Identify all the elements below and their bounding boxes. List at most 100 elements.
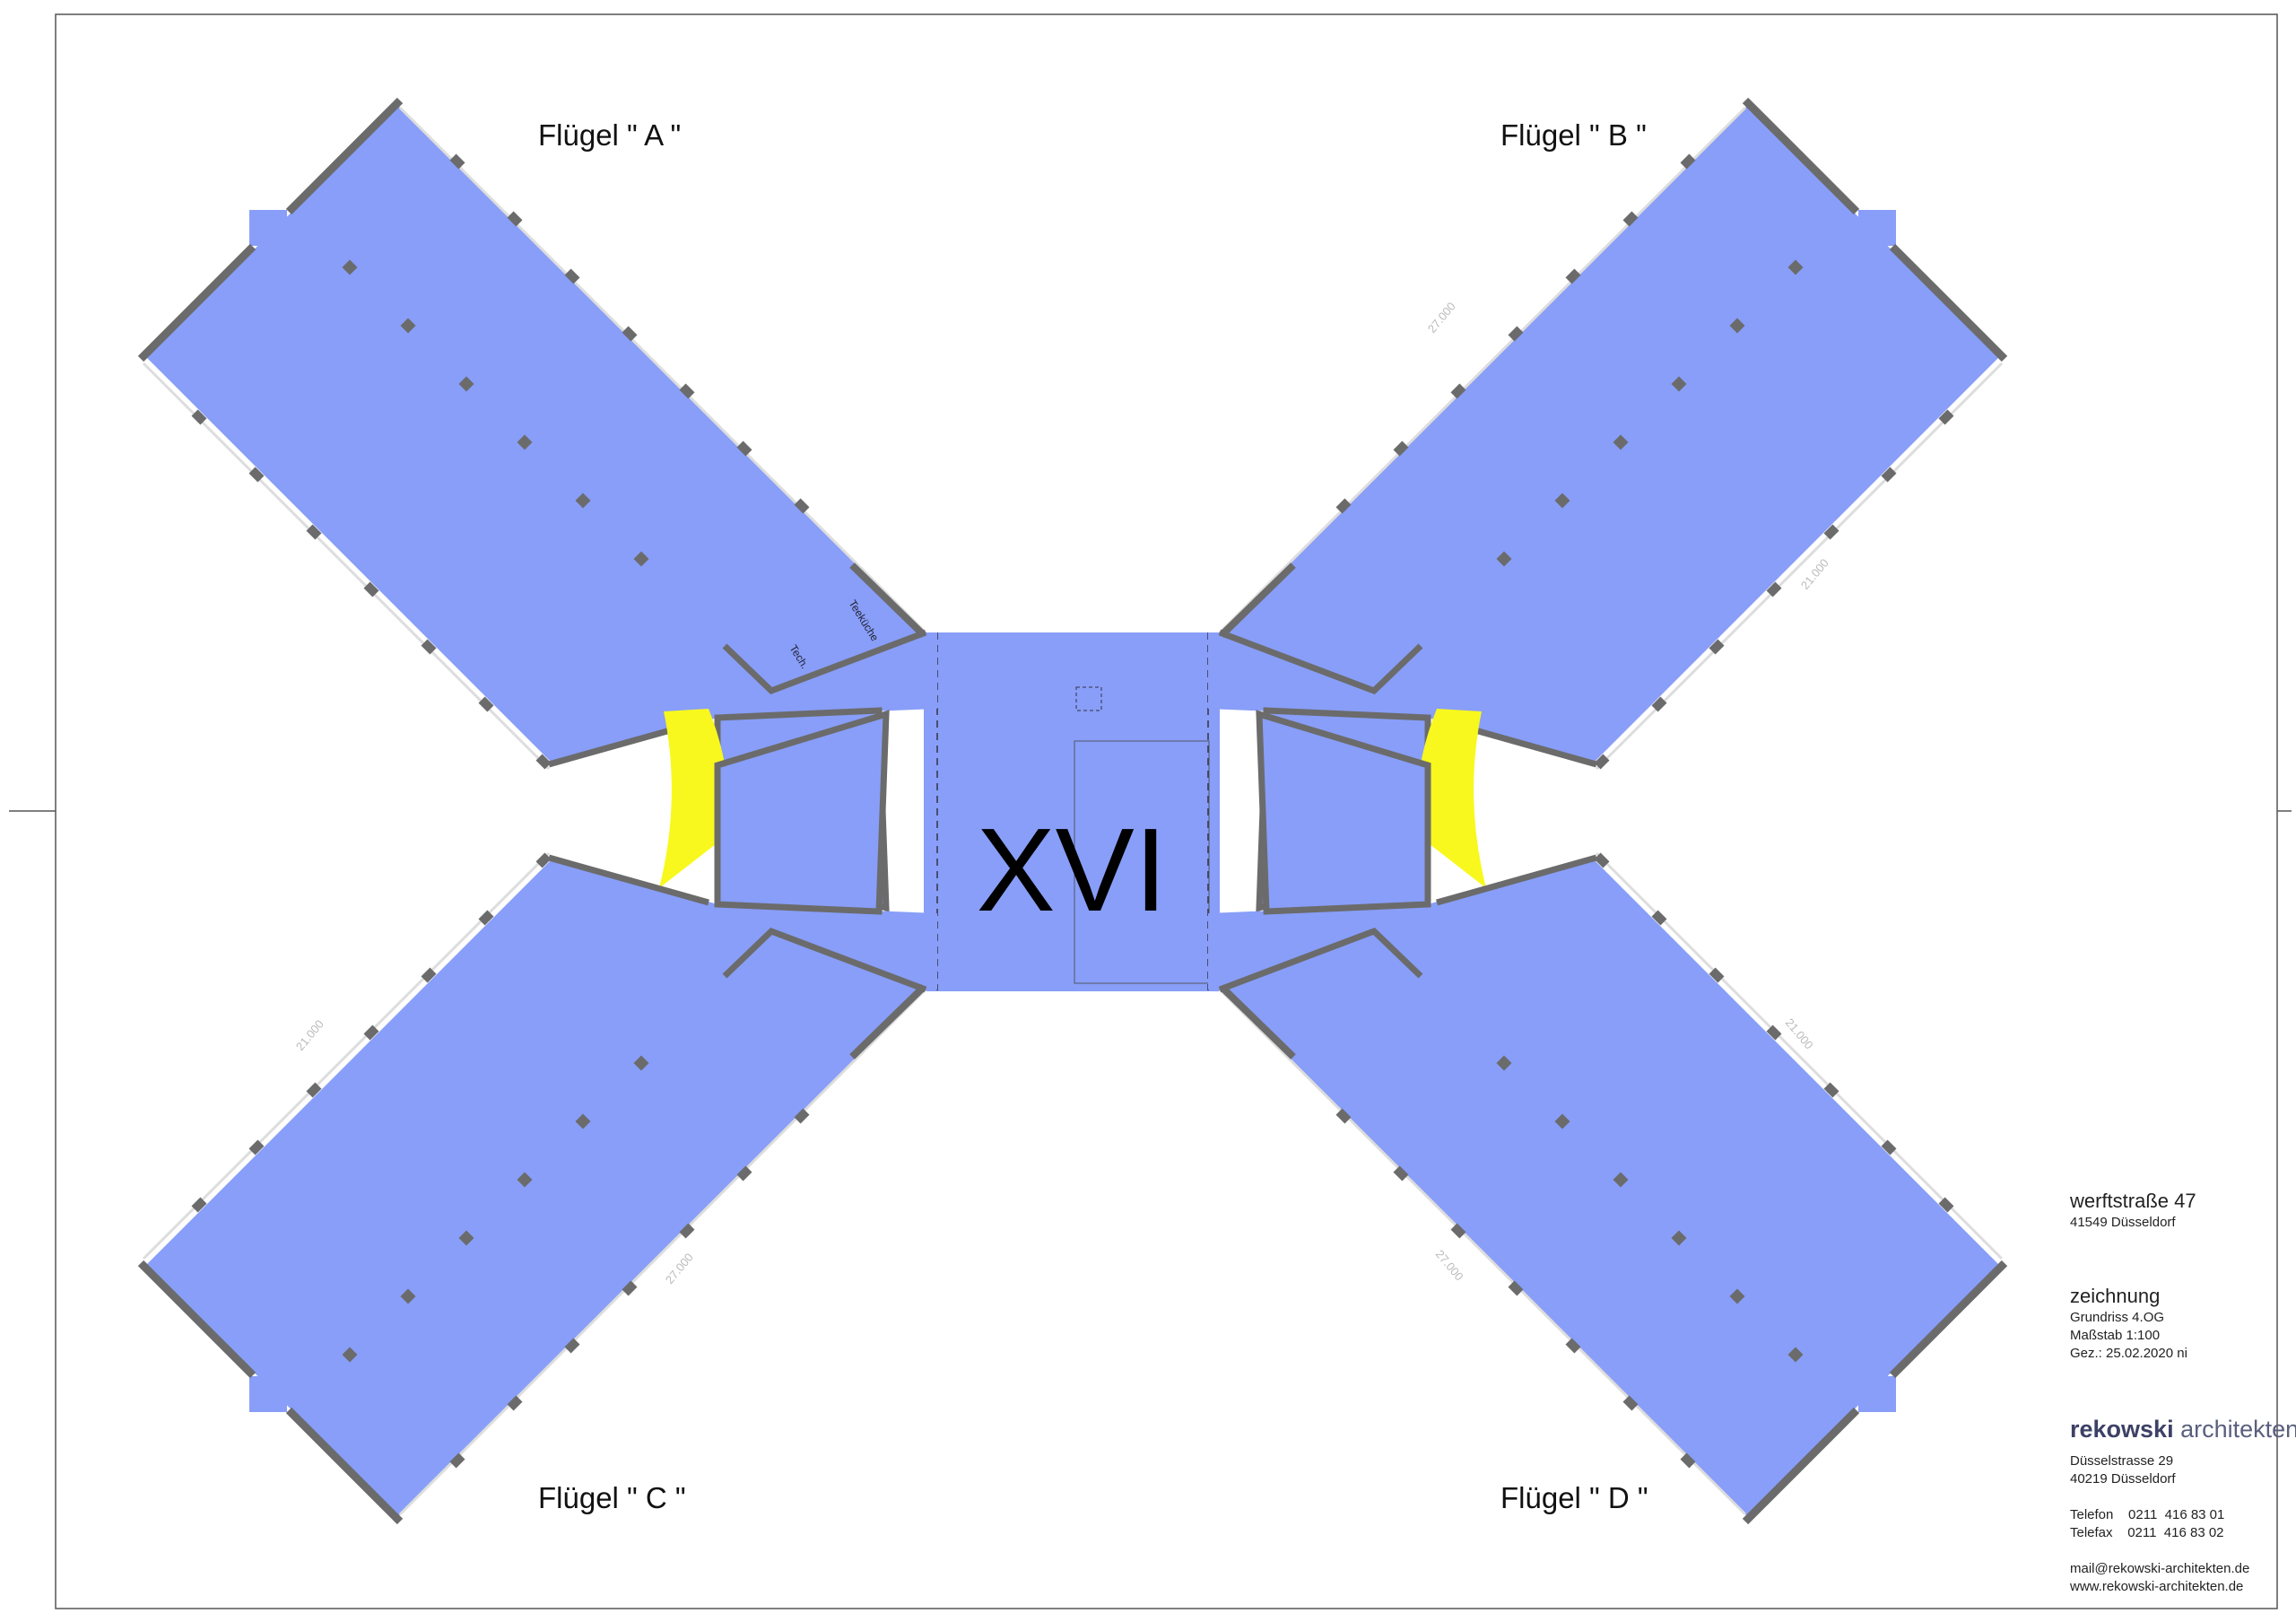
drawing-name: Grundriss 4.OG [2070,1310,2165,1325]
wing-d-bay [1858,1376,1896,1412]
dimension-label-d-long: 27.000 [1433,1247,1466,1283]
wing-d [1208,710,2008,1525]
facade-column [1823,1082,1839,1098]
facade-column [1766,581,1782,597]
facade-column [736,1165,752,1182]
facade-column [1709,639,1725,655]
facade-column [421,639,437,655]
facade-column [306,1082,322,1098]
wing-a-service-wall [722,629,927,695]
wings-group [137,97,2008,1525]
wing-b-facade [1218,106,1747,634]
column [517,434,533,450]
wing-label-b: Flügel " B " [1500,118,1647,152]
facade-column [363,581,379,597]
facade-column [478,696,494,712]
facade-column [1651,696,1667,712]
column [517,1172,533,1188]
facade-column [363,1025,379,1041]
facade-column [478,910,494,926]
wing-d-end-wall [1889,1260,2008,1379]
firm-name-light: architekten [2180,1416,2296,1443]
firm-email[interactable]: mail@rekowski-architekten.de [2070,1561,2250,1576]
column [400,318,416,334]
firm-fax: Telefax 0211 416 83 02 [2070,1525,2224,1540]
firm-name-bold: rekowski [2070,1416,2174,1443]
column [575,493,591,509]
facade-column [564,1338,580,1354]
facade-column [1508,1280,1524,1296]
column [342,259,358,275]
hall-label: XVI [977,804,1168,936]
wing-label-c: Flügel " C " [538,1481,686,1514]
facade-column [679,1223,695,1239]
wing-b-stair [1415,709,1486,888]
column [575,1113,591,1129]
wing-d-wall [1436,854,1597,906]
wing-a-end-wall [137,243,257,362]
facade-column [1594,852,1610,868]
facade-column [622,326,638,342]
wing-c-end-wall [285,1407,404,1525]
facade-column [1651,910,1667,926]
wing-d-facade [1218,988,1747,1516]
facade-column [248,467,265,483]
facade-column [1565,268,1581,284]
wing-c-wall [548,854,709,906]
wing-d-wall [1219,984,1296,1060]
facade-column [507,1395,523,1411]
facade-column [1594,754,1610,770]
column [633,1055,649,1071]
firm-city: 40219 Düsseldorf [2070,1471,2176,1487]
facade-column [1938,1197,1954,1213]
wing-a-wall [849,562,926,638]
facade-column [1881,467,1897,483]
column [633,551,649,567]
facade-column [248,1139,265,1155]
drawing-date: Gez.: 25.02.2020 ni [2070,1346,2187,1361]
wing-d-end-wall [1742,1407,1860,1525]
facade-column [1335,498,1352,514]
firm-logo: rekowski architekten [2070,1416,2296,1443]
column [1554,493,1570,509]
facade-column [1680,153,1696,170]
facade-column [564,268,580,284]
wing-b-end-wall [1889,243,2008,362]
hall-room-outline [1074,740,1210,984]
facade-column [1881,1139,1897,1155]
facade-column [1823,524,1839,540]
wing-c-service-wall [722,927,927,993]
project-street: werftstraße 47 [2070,1190,2196,1212]
drawing-scale: Maßstab 1:100 [2070,1328,2161,1343]
dimension-label-c-short: 21.000 [293,1017,326,1053]
facade-column [1450,383,1466,399]
facade-column [1393,440,1409,457]
column [458,1230,474,1246]
facade-column [794,498,810,514]
wing-d-service-wall [1218,927,1423,993]
facade-column [1938,409,1954,425]
wing-c-end-wall [137,1260,257,1379]
dimension-label-c-long: 27.000 [663,1251,696,1286]
facade-column [1766,1025,1782,1041]
facade-column [306,524,322,540]
facade-column [449,153,465,170]
facade-column [449,1452,465,1469]
facade-column [1680,1452,1696,1469]
firm-phone: Telefon 0211 416 83 01 [2070,1507,2225,1522]
wing-b-floor [1208,106,1999,764]
wing-a-end-wall [285,97,404,215]
wing-b-service-wall [1218,629,1423,695]
facade-column [191,409,207,425]
firm-website[interactable]: www.rekowski-architekten.de [2070,1579,2244,1594]
facade-column [1622,211,1639,227]
column [458,376,474,392]
facade-column [736,440,752,457]
wing-a-floor [146,106,937,764]
facade-column [1450,1223,1466,1239]
central-hall [924,632,1220,991]
facade-column [794,1108,810,1124]
facade-column [1508,326,1524,342]
wing-a-stair [659,709,730,888]
